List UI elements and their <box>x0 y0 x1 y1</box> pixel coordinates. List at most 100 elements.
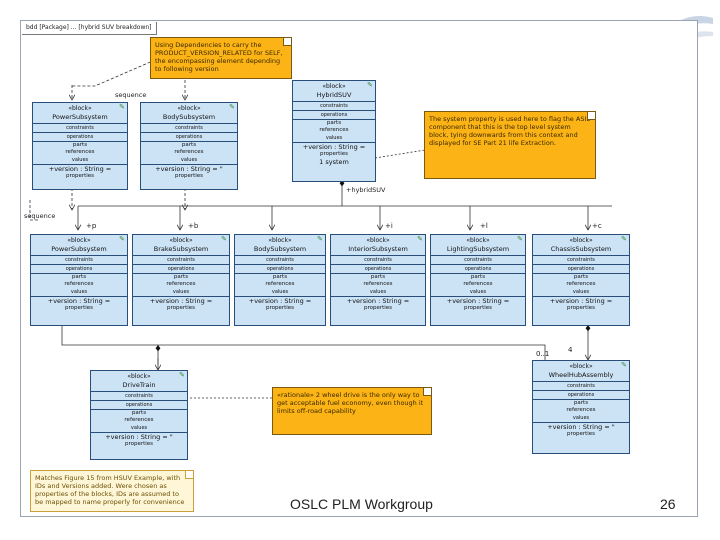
block-name: BodySubsystem <box>235 245 325 256</box>
version-attribute: +version : String = <box>346 297 410 305</box>
version-attribute: +version : String = " <box>155 165 223 173</box>
parts-label: parts <box>72 142 88 148</box>
references-label: references <box>363 281 393 287</box>
sequence-label: sequence <box>24 212 56 220</box>
properties-label: properties <box>166 305 196 311</box>
parts-label: parts <box>131 410 147 416</box>
block-name: HybridSUV <box>293 91 375 102</box>
block-name: WheelHubAssembly <box>533 371 629 382</box>
operations-compartment: operations <box>91 401 187 410</box>
block-lighting-subsystem[interactable]: ✎ «block» LightingSubsystem constraints … <box>430 234 526 326</box>
block-icon: ✎ <box>119 103 125 111</box>
block-icon: ✎ <box>229 103 235 111</box>
operations-compartment: operations <box>533 265 629 274</box>
references-label: references <box>64 281 94 287</box>
references-label: references <box>463 281 493 287</box>
block-stereotype: «block» <box>268 237 292 244</box>
values-compartment: values <box>33 156 127 165</box>
diagram-frame-tab: bdd [Package] ... [hybrid SUV breakdown] <box>22 22 157 35</box>
constraints-compartment: constraints <box>133 256 229 265</box>
block-drive-train[interactable]: ✎ «block» DriveTrain constraints operati… <box>90 370 188 460</box>
hybrid-suv-role-label: +hybridSUV <box>346 186 386 194</box>
block-hybrid-suv[interactable]: ✎ «block» HybridSUV constraints operatio… <box>292 80 376 182</box>
block-stereotype: «block» <box>169 237 193 244</box>
parts-label: parts <box>370 274 386 280</box>
block-icon: ✎ <box>367 81 373 89</box>
block-name: BodySubsystem <box>141 113 237 124</box>
values-compartment: values <box>31 288 127 297</box>
parts-label: parts <box>181 142 197 148</box>
note-rationale: «rationale» 2 wheel drive is the only wa… <box>272 387 432 435</box>
properties-label: properties <box>64 305 94 311</box>
block-name: PowerSubsystem <box>33 113 127 124</box>
properties-label: properties <box>265 305 295 311</box>
block-icon: ✎ <box>417 235 423 243</box>
multiplicity-label: +b <box>188 222 199 230</box>
version-attribute: +version : String = <box>48 165 112 173</box>
block-stereotype: «block» <box>569 237 593 244</box>
references-label: references <box>174 149 204 155</box>
values-compartment: values <box>141 156 237 165</box>
values-compartment: values <box>533 414 629 423</box>
block-stereotype: «block» <box>366 237 390 244</box>
parts-label: parts <box>71 274 87 280</box>
operations-compartment: operations <box>31 265 127 274</box>
references-label: references <box>265 281 295 287</box>
block-brake-subsystem[interactable]: ✎ «block» BrakeSubsystem constraints ope… <box>132 234 230 326</box>
block-power-subsystem[interactable]: ✎ «block» PowerSubsystem constraints ope… <box>30 234 128 326</box>
block-name: LightingSubsystem <box>431 245 525 256</box>
references-label: references <box>319 127 349 133</box>
version-attribute: +version : String = " <box>105 433 173 441</box>
block-icon: ✎ <box>317 235 323 243</box>
parts-label: parts <box>573 274 589 280</box>
constraints-compartment: constraints <box>31 256 127 265</box>
constraints-compartment: constraints <box>141 124 237 133</box>
properties-label: properties <box>65 173 95 179</box>
operations-compartment: operations <box>141 133 237 142</box>
block-body-subsystem[interactable]: ✎ «block» BodySubsystem constraints oper… <box>234 234 326 326</box>
block-name: InteriorSubsystem <box>331 245 425 256</box>
block-stereotype: «block» <box>322 83 346 90</box>
operations-compartment: operations <box>133 265 229 274</box>
version-attribute: +version : String = <box>47 297 111 305</box>
block-icon: ✎ <box>221 235 227 243</box>
block-stereotype: «block» <box>68 105 92 112</box>
footer-text: OSLC PLM Workgroup <box>290 496 433 512</box>
values-compartment: values <box>331 288 425 297</box>
multiplicity-label: +i <box>385 222 393 230</box>
properties-label: properties <box>319 151 349 157</box>
constraints-compartment: constraints <box>33 124 127 133</box>
block-chassis-subsystem[interactable]: ✎ «block» ChassisSubsystem constraints o… <box>532 234 630 326</box>
properties-label: properties <box>463 305 493 311</box>
properties-label: properties <box>566 305 596 311</box>
multiplicity-label: +l <box>480 222 488 230</box>
block-icon: ✎ <box>179 371 185 379</box>
values-compartment: values <box>91 424 187 433</box>
multiplicity-label: 4 <box>568 346 573 354</box>
note-dependency-version: Using Dependencies to carry the PRODUCT_… <box>150 37 292 79</box>
block-body-subsystem-upper[interactable]: ✎ «block» BodySubsystem constraints oper… <box>140 102 238 190</box>
references-label: references <box>124 417 154 423</box>
sequence-label: sequence <box>115 91 147 99</box>
block-icon: ✎ <box>119 235 125 243</box>
block-interior-subsystem[interactable]: ✎ «block» InteriorSubsystem constraints … <box>330 234 426 326</box>
block-power-subsystem-upper[interactable]: ✎ «block» PowerSubsystem constraints ope… <box>32 102 128 190</box>
operations-compartment: operations <box>235 265 325 274</box>
version-attribute: +version : String = <box>149 297 213 305</box>
block-wheel-hub-assembly[interactable]: ✎ «block» WheelHubAssembly constraints o… <box>532 360 630 454</box>
constraints-compartment: constraints <box>331 256 425 265</box>
parts-label: parts <box>173 274 189 280</box>
block-stereotype: «block» <box>466 237 490 244</box>
references-label: references <box>65 149 95 155</box>
properties-label: properties <box>566 431 596 437</box>
constraints-compartment: constraints <box>235 256 325 265</box>
parts-label: parts <box>272 274 288 280</box>
block-stereotype: «block» <box>67 237 91 244</box>
operations-compartment: operations <box>331 265 425 274</box>
references-label: references <box>566 407 596 413</box>
block-stereotype: «block» <box>127 373 151 380</box>
note-system-property: The system property is used here to flag… <box>424 111 596 179</box>
operations-compartment: operations <box>293 111 375 120</box>
multiplicity-label: +p <box>86 222 97 230</box>
